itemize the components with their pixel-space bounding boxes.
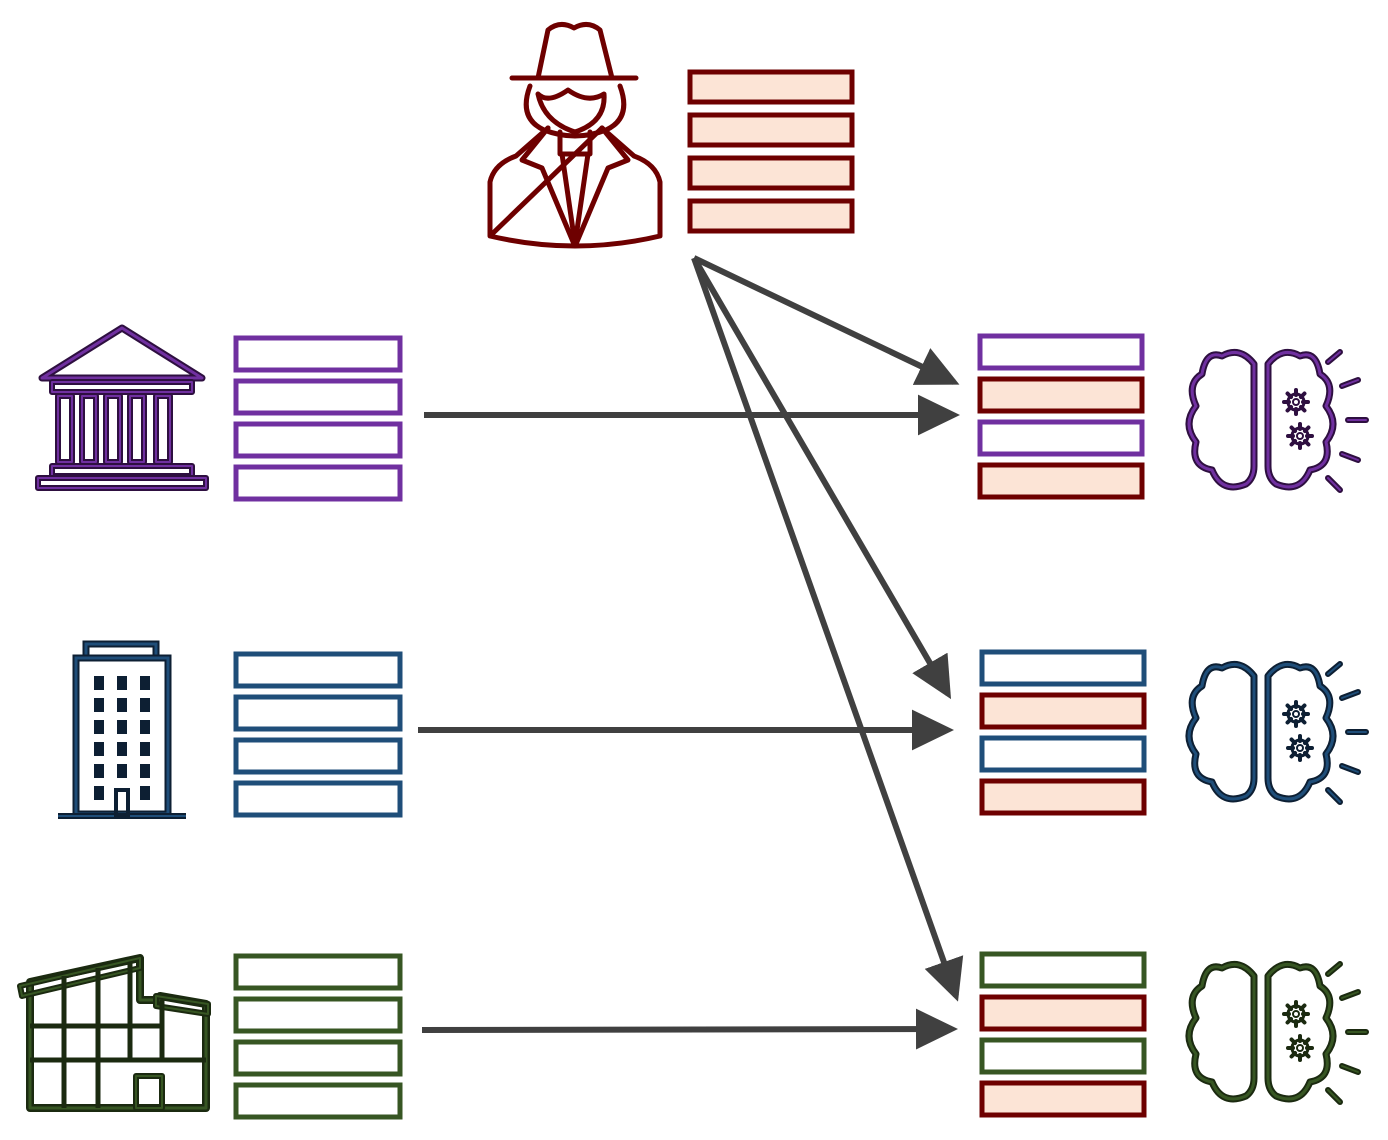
office-record [233, 651, 403, 689]
office-record [979, 735, 1147, 773]
poisoned-record [979, 994, 1147, 1032]
office-record [233, 737, 403, 775]
record-stacks [233, 69, 1147, 1120]
gear-icon [1282, 700, 1310, 728]
attacker-record [687, 155, 855, 191]
bank-record [233, 335, 403, 373]
office-merged-stack [979, 649, 1147, 816]
factory-record-stack [233, 953, 403, 1120]
brain-gears-icon-office [1185, 660, 1369, 805]
office-tower-icon [58, 640, 186, 819]
bank-record-stack [233, 335, 403, 502]
gear-icon [1286, 734, 1314, 762]
factory-record [233, 1039, 403, 1077]
arrow-factory-to-factory_model [421, 1008, 958, 1050]
model-icons [1185, 348, 1369, 1105]
attacker-record [687, 198, 855, 234]
bank-record [233, 421, 403, 459]
bank-record [977, 419, 1145, 457]
attacker-record [687, 69, 855, 105]
office-record [233, 780, 403, 818]
bank-merged-stack [977, 333, 1145, 500]
arrow-attacker-to-bank_model [692, 255, 960, 385]
poisoned-record [979, 778, 1147, 816]
poisoned-record [979, 692, 1147, 730]
arrow-attacker-to-factory_model [691, 256, 964, 1002]
attacker-record-stack [687, 69, 855, 234]
bank-record [977, 333, 1145, 371]
bank-record [233, 378, 403, 416]
office-record [979, 649, 1147, 687]
arrow-attacker-to-office_model [691, 256, 952, 700]
office-record-stack [233, 651, 403, 818]
poisoned-record [979, 1080, 1147, 1118]
bank-building-icon [35, 324, 209, 491]
gear-icon [1282, 388, 1310, 416]
factory-icon [17, 954, 211, 1112]
factory-record [233, 953, 403, 991]
gear-icon [1286, 422, 1314, 450]
factory-record [233, 996, 403, 1034]
brain-gears-icon-factory [1185, 960, 1369, 1105]
attacker-record [687, 112, 855, 148]
office-record [233, 694, 403, 732]
factory-record [979, 951, 1147, 989]
spy-icon [487, 22, 663, 249]
poisoned-record [977, 462, 1145, 500]
gear-icon [1282, 1000, 1310, 1028]
bank-record [233, 464, 403, 502]
factory-merged-stack [979, 951, 1147, 1118]
factory-record [979, 1037, 1147, 1075]
poisoned-record [977, 376, 1145, 414]
gear-icon [1286, 1034, 1314, 1062]
brain-gears-icon-bank [1185, 348, 1369, 493]
data-flow-arrows [418, 255, 964, 1050]
factory-record [233, 1082, 403, 1120]
